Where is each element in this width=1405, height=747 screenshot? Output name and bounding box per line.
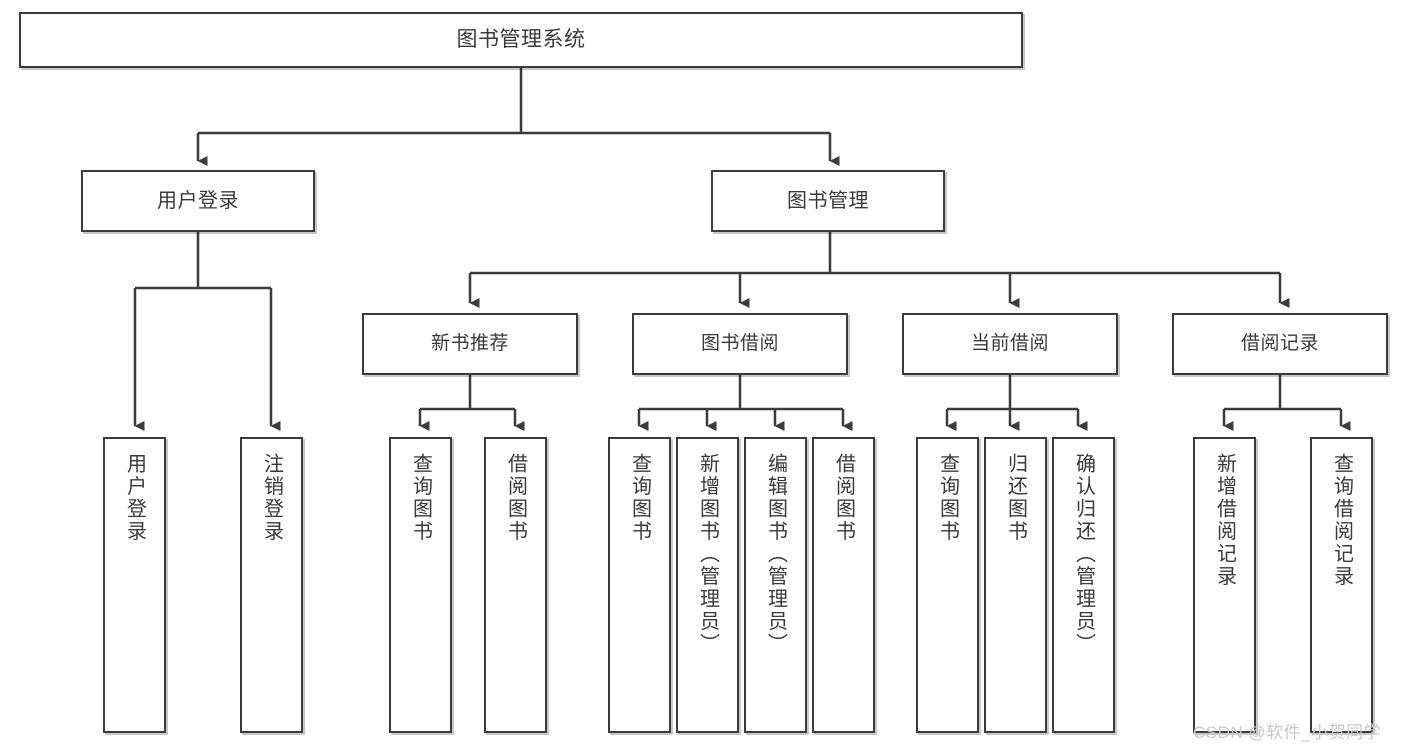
node-label: 图书管理 xyxy=(787,189,869,212)
node-root-system[interactable]: 图书管理系统 xyxy=(19,12,1023,68)
node-label: 查询图书 xyxy=(409,453,432,543)
leaf-confirm-return-admin[interactable]: 确认归还（管理员） xyxy=(1052,437,1115,733)
node-label: 查询图书 xyxy=(936,453,959,543)
node-label: 图书借阅 xyxy=(700,333,779,355)
leaf-logout[interactable]: 注销登录 xyxy=(240,437,303,733)
node-borrow-record[interactable]: 借阅记录 xyxy=(1172,313,1388,375)
node-label: 借阅图书 xyxy=(504,453,527,543)
node-label: 归还图书 xyxy=(1004,453,1027,543)
node-label: 借阅图书 xyxy=(832,453,855,543)
node-label: 查询借阅记录 xyxy=(1330,453,1353,588)
leaf-query-book[interactable]: 查询图书 xyxy=(608,437,671,733)
node-new-book-recommend[interactable]: 新书推荐 xyxy=(362,313,578,375)
csdn-watermark: CSDN @软件_小贺同学 xyxy=(1193,723,1382,742)
node-label: 查询图书 xyxy=(628,453,651,543)
node-label: 借阅记录 xyxy=(1240,333,1319,355)
leaf-borrow-book-recommend[interactable]: 借阅图书 xyxy=(484,437,547,733)
leaf-query-book-current[interactable]: 查询图书 xyxy=(916,437,979,733)
leaf-borrow-book[interactable]: 借阅图书 xyxy=(812,437,875,733)
node-label: 新增图书（管理员） xyxy=(696,453,719,656)
leaf-edit-book-admin[interactable]: 编辑图书（管理员） xyxy=(744,437,807,733)
node-label: 用户登录 xyxy=(123,453,146,543)
node-label: 当前借阅 xyxy=(970,333,1049,355)
node-book-management[interactable]: 图书管理 xyxy=(711,170,945,232)
leaf-return-book[interactable]: 归还图书 xyxy=(984,437,1047,733)
node-book-borrow[interactable]: 图书借阅 xyxy=(632,313,848,375)
node-label: 用户登录 xyxy=(157,189,239,212)
node-label: 图书管理系统 xyxy=(456,27,586,51)
leaf-query-borrow-record[interactable]: 查询借阅记录 xyxy=(1310,437,1373,733)
node-label: 新增借阅记录 xyxy=(1213,453,1236,588)
leaf-add-borrow-record[interactable]: 新增借阅记录 xyxy=(1193,437,1256,733)
leaf-add-book-admin[interactable]: 新增图书（管理员） xyxy=(676,437,739,733)
node-current-borrow[interactable]: 当前借阅 xyxy=(902,313,1118,375)
node-label: 确认归还（管理员） xyxy=(1072,453,1095,656)
leaf-user-login[interactable]: 用户登录 xyxy=(103,437,166,733)
node-label: 注销登录 xyxy=(260,453,283,543)
leaf-query-book-recommend[interactable]: 查询图书 xyxy=(389,437,452,733)
node-label: 新书推荐 xyxy=(430,333,509,355)
node-user-login[interactable]: 用户登录 xyxy=(81,170,315,232)
node-label: 编辑图书（管理员） xyxy=(764,453,787,656)
